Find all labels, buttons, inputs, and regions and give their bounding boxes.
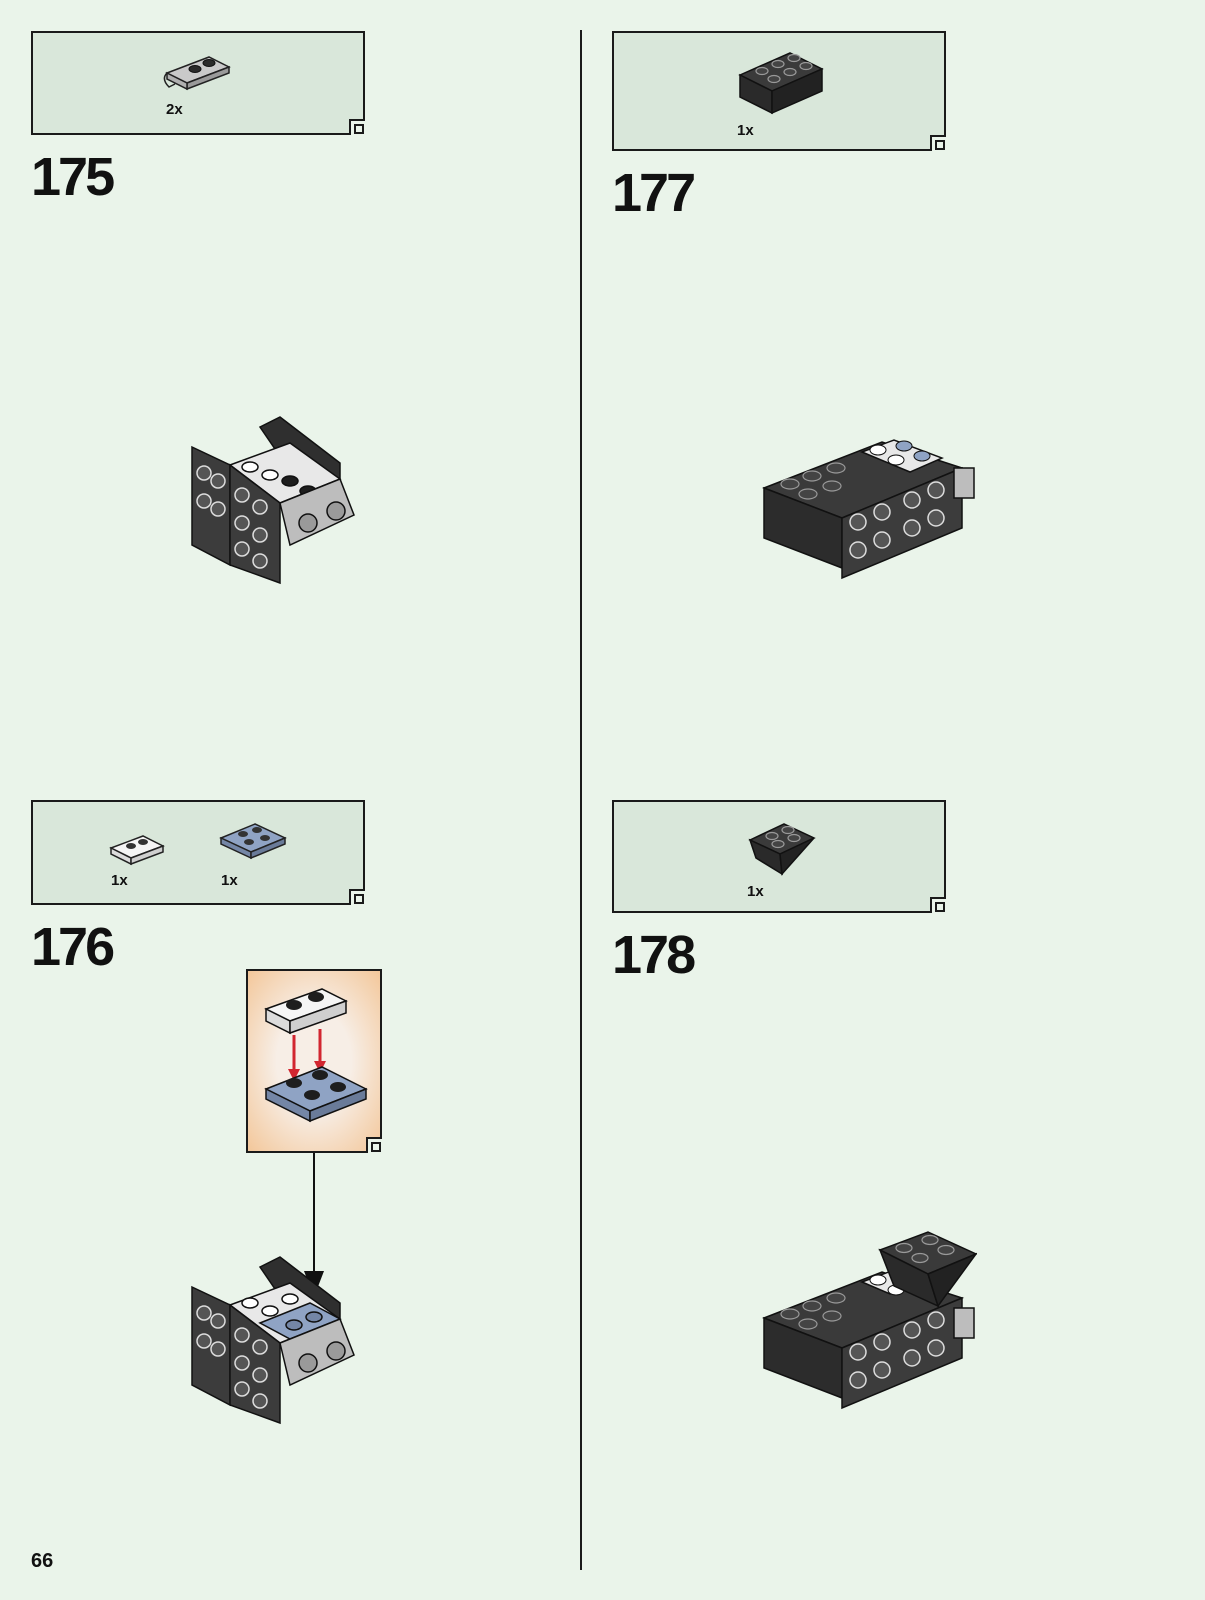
callout-corner-icon xyxy=(366,1137,382,1153)
column-divider xyxy=(580,30,582,1570)
model-step-178 xyxy=(762,1228,977,1418)
callout-corner-icon xyxy=(349,889,365,905)
dark-inverted-slope-icon xyxy=(748,818,818,878)
step-number-177: 177 xyxy=(612,166,693,220)
model-step-175 xyxy=(190,415,360,585)
parts-callout-step-178: 1x xyxy=(612,800,946,913)
part-quantity: 1x xyxy=(221,872,238,889)
model-step-176 xyxy=(190,1255,360,1425)
part-quantity: 2x xyxy=(166,101,183,118)
part-quantity: 1x xyxy=(737,122,754,139)
part-quantity: 1x xyxy=(747,883,764,900)
step-number-176: 176 xyxy=(31,920,112,974)
step-number-178: 178 xyxy=(612,928,693,982)
parts-callout-step-176: 1x 1x xyxy=(31,800,365,905)
light-gray-clip-plate-icon xyxy=(163,51,233,97)
white-plate-icon xyxy=(109,832,165,868)
callout-corner-icon xyxy=(930,897,946,913)
dark-brick-icon xyxy=(738,47,824,117)
parts-callout-step-177: 1x xyxy=(612,31,946,151)
parts-callout-step-175: 2x xyxy=(31,31,365,135)
callout-corner-icon xyxy=(930,135,946,151)
sand-blue-plate-icon xyxy=(219,822,289,862)
callout-corner-icon xyxy=(349,119,365,135)
model-step-177 xyxy=(762,428,977,588)
step-number-175: 175 xyxy=(31,150,112,204)
subassembly-illustration xyxy=(262,985,368,1135)
part-quantity: 1x xyxy=(111,872,128,889)
page-number: 66 xyxy=(31,1550,53,1573)
subassembly-callout-step-176 xyxy=(246,969,382,1153)
